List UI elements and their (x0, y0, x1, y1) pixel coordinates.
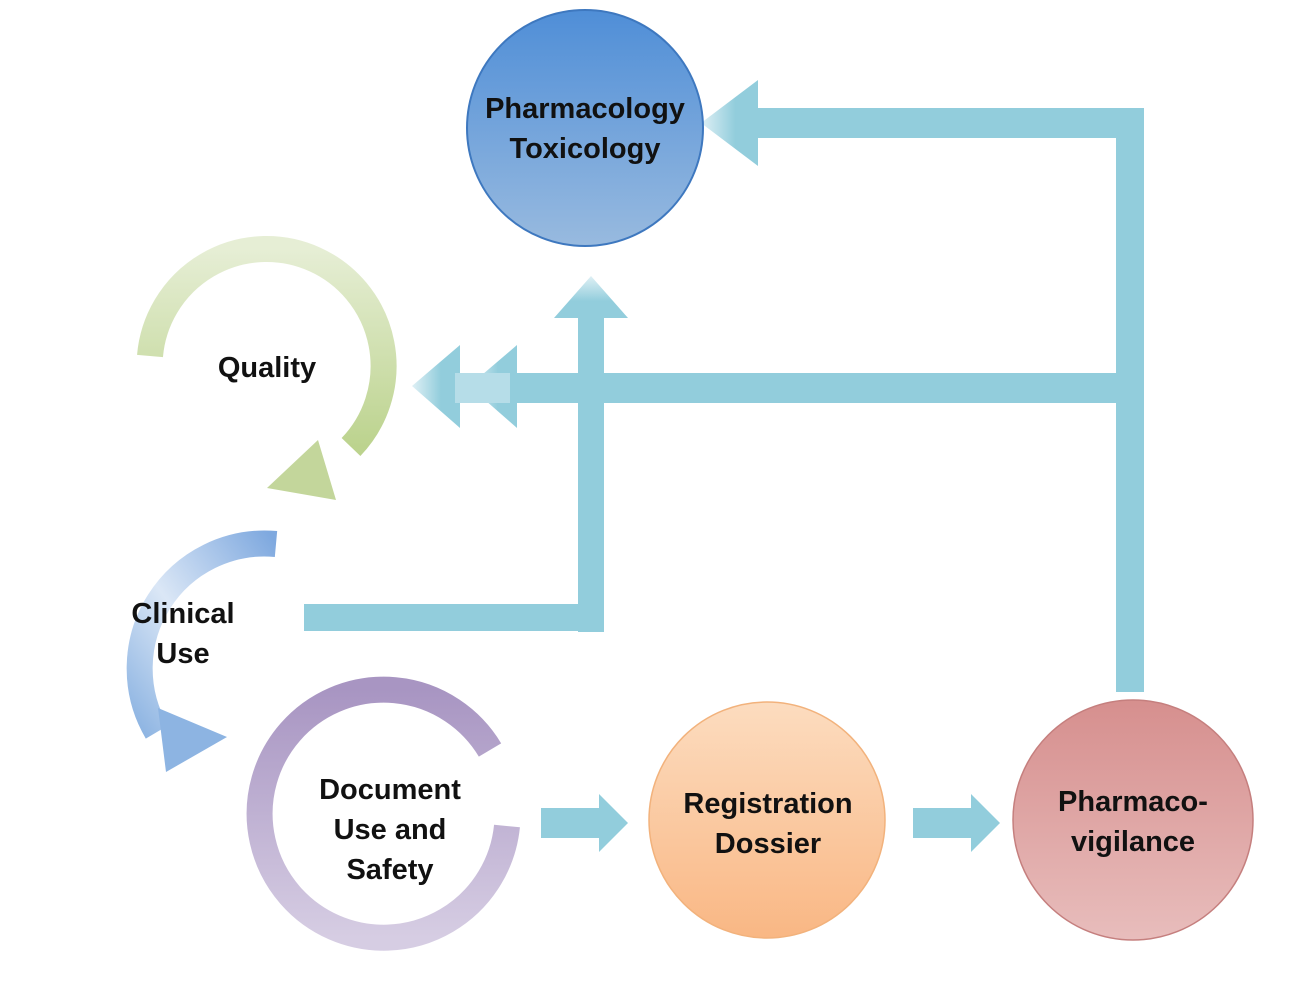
clinical-label-line: Use (156, 638, 209, 670)
connector-clinical-horizontal (304, 604, 604, 631)
connector-clinical-vertical (578, 318, 604, 632)
connector-pv-vertical (1116, 108, 1144, 692)
document-label-line: Use and (334, 814, 447, 846)
clinical-arrowhead (158, 708, 227, 772)
arrowhead-to-pharmacology-up (554, 276, 628, 318)
document-label-line: Safety (346, 854, 433, 886)
connector-mid-horizontal (505, 373, 1116, 403)
connector-top-horizontal (750, 108, 1144, 138)
node-pharmacovigilance: Pharmaco-vigilance (1012, 699, 1254, 941)
registration-label-line: Registration (683, 788, 852, 820)
document-label-line: Document (319, 774, 461, 806)
pharmacovigilance-label: Pharmaco-vigilance (1058, 786, 1208, 858)
pharmacovigilance-label-line: Pharmaco- (1058, 786, 1208, 818)
registration-label-line: Dossier (715, 828, 821, 860)
pharmacology-label-line: Toxicology (510, 133, 661, 165)
node-quality: Quality (137, 236, 397, 500)
arrowhead-to-pharmacology-left (701, 80, 758, 166)
arrow-registration-to-pharmacovigilance (913, 794, 1000, 852)
arrowhead-to-quality-outer (412, 345, 460, 428)
clinical-label-line: Clinical (131, 598, 234, 630)
quality-label: Quality (218, 352, 316, 384)
quality-cycle-arrow (137, 236, 397, 456)
connector-lines (304, 108, 1144, 692)
clinical-cycle-arrow (126, 530, 278, 739)
quality-arrowhead (267, 440, 336, 500)
arrow-document-to-registration (541, 794, 628, 852)
document-cycle-arrow (246, 676, 520, 951)
quality-label-line: Quality (218, 352, 316, 384)
pharmacology-label-line: Pharmacology (485, 93, 685, 125)
pharmacovigilance-label-line: vigilance (1071, 826, 1195, 858)
arrow-quality-shaft (455, 373, 510, 403)
